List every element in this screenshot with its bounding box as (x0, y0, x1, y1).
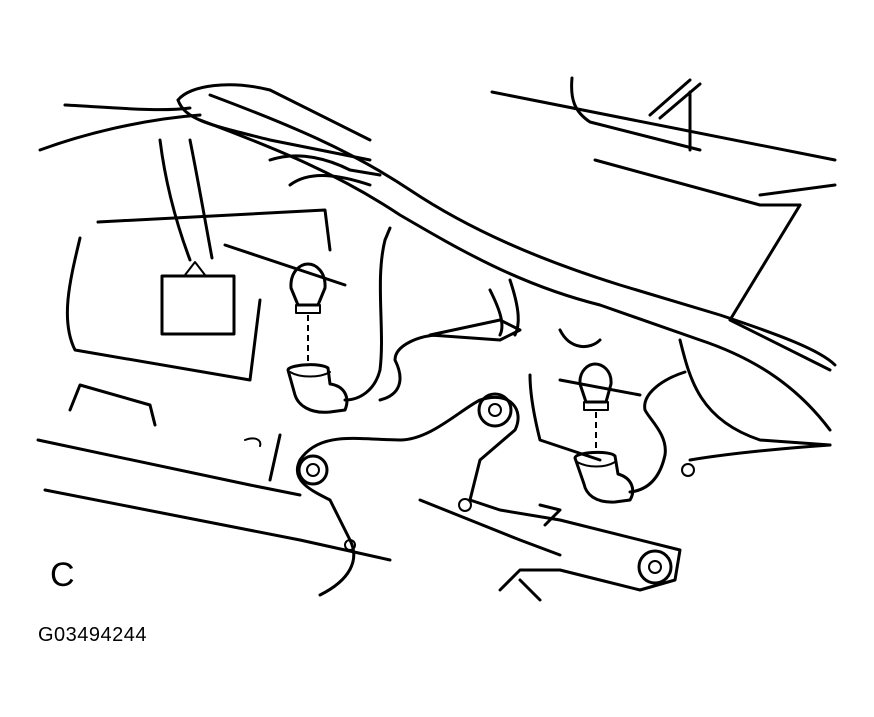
upper-right-body-panel (490, 76, 837, 372)
right-bulb-assembly (573, 362, 687, 504)
bolt-holes (297, 392, 695, 585)
lower-left-panel (36, 208, 392, 562)
wire-harness (38, 83, 837, 462)
lower-bracket (295, 328, 682, 602)
left-bulb-assembly (286, 226, 442, 414)
figure-code: G03494244 (38, 624, 148, 646)
view-label: C (50, 556, 75, 594)
connector (160, 274, 236, 336)
